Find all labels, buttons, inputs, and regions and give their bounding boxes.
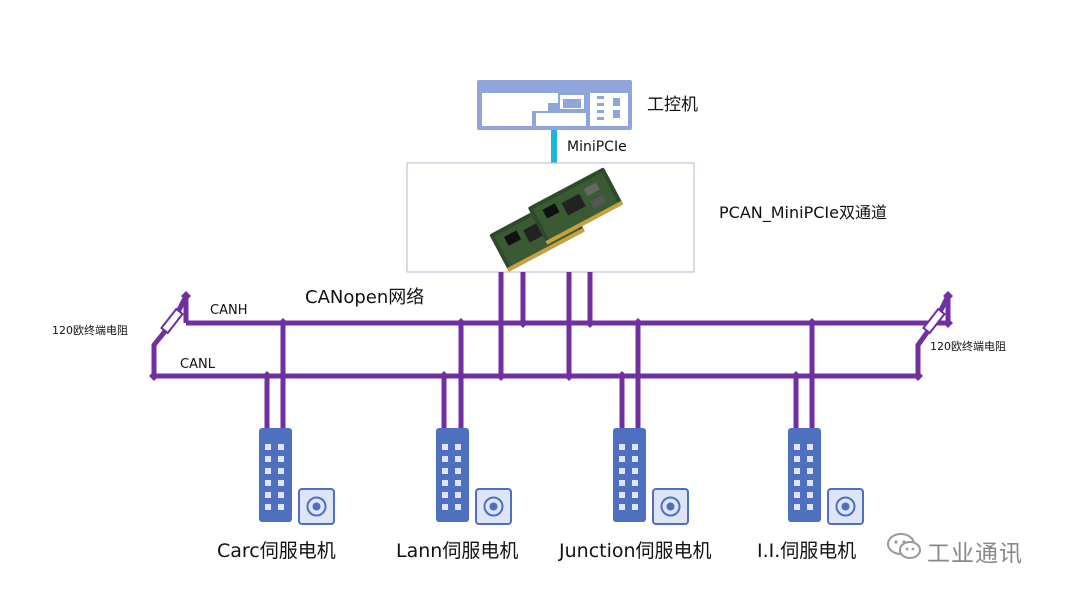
servo-drive-icon bbox=[436, 428, 469, 522]
watermark-label: 工业通讯 bbox=[927, 541, 1023, 567]
minipcie-label: MiniPCIe bbox=[567, 139, 627, 155]
servo-motor-icon bbox=[475, 488, 512, 525]
canl-label: CANL bbox=[180, 357, 215, 372]
resistor-right-label: 120欧终端电阻 bbox=[930, 340, 1006, 353]
canh-label: CANH bbox=[210, 303, 248, 318]
bus-junctions bbox=[149, 291, 953, 381]
terminal-resistor-right bbox=[922, 307, 946, 335]
industrial-pc-label: 工控机 bbox=[647, 95, 698, 115]
wechat-icon bbox=[887, 533, 921, 559]
servo-motor-icon bbox=[298, 488, 335, 525]
servo-label: Lann伺服电机 bbox=[396, 540, 519, 562]
servo-label: I.I.伺服电机 bbox=[757, 540, 857, 562]
servo-label: Carc伺服电机 bbox=[217, 540, 336, 562]
servo-motor-icon bbox=[652, 488, 689, 525]
servo-drive-icon bbox=[613, 428, 646, 522]
servo-motor-icon bbox=[827, 488, 864, 525]
watermark: 工业通讯 bbox=[885, 530, 1055, 567]
bus-lines bbox=[151, 272, 951, 430]
servo-drive-icon bbox=[788, 428, 821, 522]
servo-label: Junction伺服电机 bbox=[559, 540, 712, 562]
terminal-resistor-left bbox=[160, 307, 184, 335]
pcan-card-image bbox=[489, 167, 624, 272]
pcan-label: PCAN_MiniPCIe双通道 bbox=[719, 203, 887, 222]
network-label: CANopen网络 bbox=[305, 287, 425, 308]
servo-drive-icon bbox=[259, 428, 292, 522]
industrial-pc-icon bbox=[477, 80, 632, 130]
resistor-left-label: 120欧终端电阻 bbox=[52, 324, 128, 337]
